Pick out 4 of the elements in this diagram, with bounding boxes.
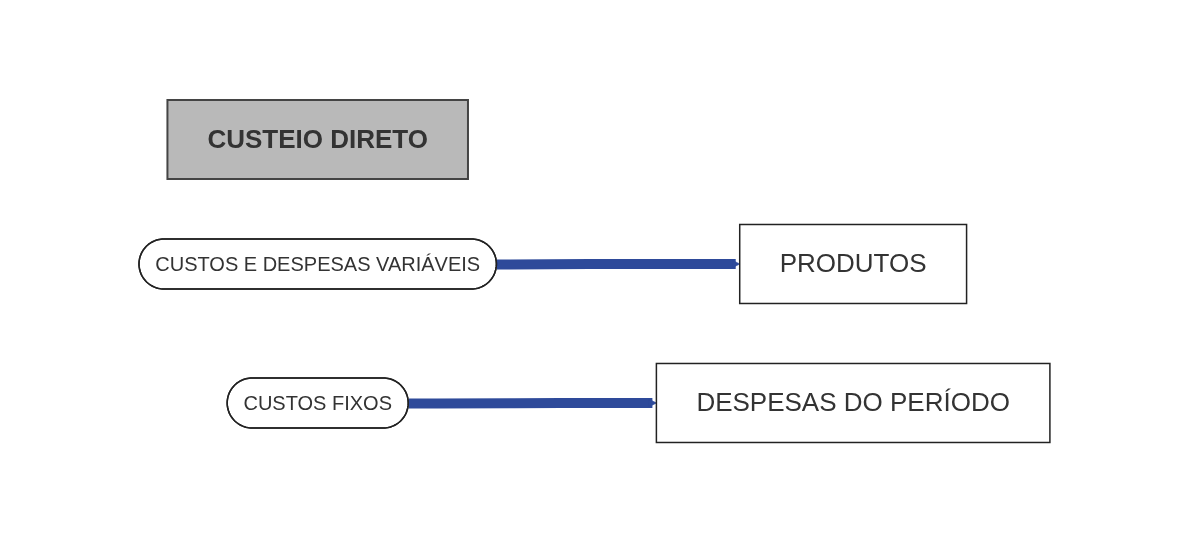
node-box: DESPESAS DO PERÍODO bbox=[655, 363, 1051, 444]
node-box: CUSTEIO DIRETO bbox=[165, 99, 469, 181]
node-box: PRODUTOS bbox=[738, 224, 967, 305]
arrow bbox=[496, 259, 740, 270]
